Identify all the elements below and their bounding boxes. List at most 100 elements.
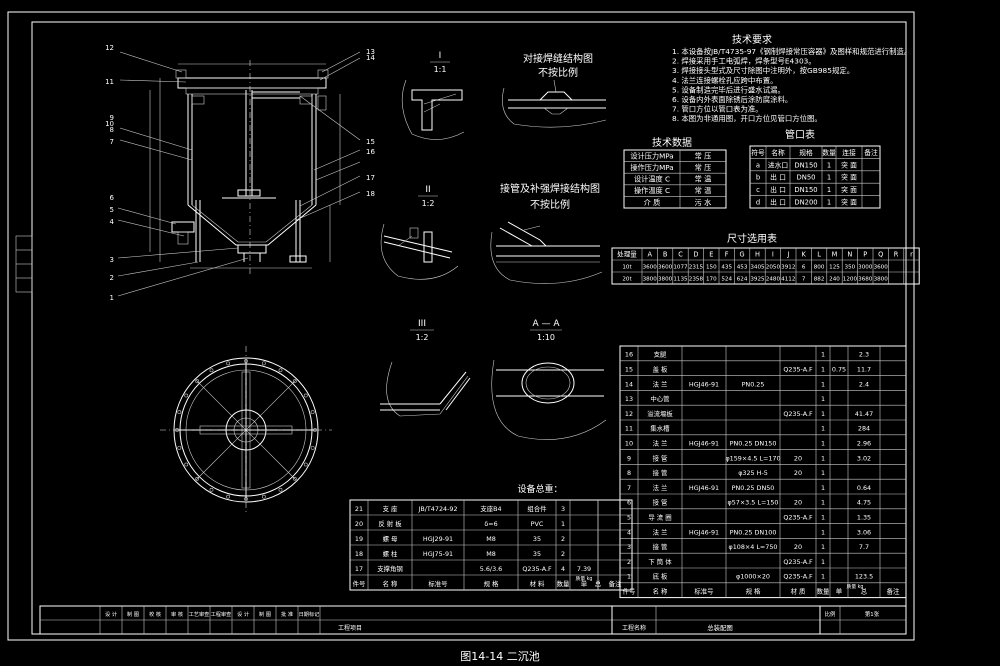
- size-header: R: [894, 251, 899, 259]
- nozzle-cell: DN50: [797, 174, 816, 182]
- parts-bottom-cell: 螺 母: [383, 534, 398, 543]
- weld1-title: 对接焊缝结构图: [523, 52, 593, 65]
- parts-bottom-cell: 35: [533, 535, 541, 543]
- tech-data-cell: 操作温度 C: [634, 186, 670, 195]
- detail-II: II 1:2: [380, 185, 459, 280]
- parts-right-header: 数量: [817, 586, 830, 595]
- plan-bolt-holes: [175, 359, 317, 501]
- parts-right-cell: 法 兰: [653, 379, 668, 388]
- bolt-hole: [177, 445, 182, 450]
- size-cell: 3800: [643, 277, 658, 283]
- parts-right-cell: 1: [821, 439, 825, 447]
- parts-right-cell: 1: [821, 351, 825, 359]
- nozzle-cell: 突 面: [841, 160, 857, 169]
- tech-req-line: 3. 焊接接头型式及尺寸除图中注明外，按GB985规定。: [672, 66, 854, 75]
- tech-data-cell: 设计温度 C: [634, 175, 670, 184]
- nozzle-cell: 1: [827, 161, 831, 169]
- parts-bottom-cell: 2: [561, 550, 565, 558]
- parts-right-header: 材 质: [791, 586, 806, 595]
- parts-right-cell: 2.3: [859, 351, 869, 359]
- part-label: 4: [110, 218, 115, 226]
- parts-bottom-cell: 7.39: [577, 565, 591, 573]
- parts-right-cell: 1: [821, 528, 825, 536]
- bolt-hole: [226, 361, 231, 366]
- title-block-label: 设 计: [105, 610, 117, 618]
- outer-frame: [7, 11, 915, 641]
- tech-req-line: 6. 设备内外表面除锈后涂防腐涂料。: [672, 95, 792, 104]
- plan-view: [160, 346, 332, 514]
- detail-I-scale: 1:1: [434, 65, 447, 74]
- size-header: D: [693, 251, 698, 259]
- part-label: 2: [110, 274, 114, 282]
- parts-right-cell: 中心管: [650, 394, 669, 403]
- drawing-caption: 图14-14 二沉池: [460, 650, 540, 663]
- section-A-A: A — A 1:10: [491, 319, 607, 440]
- bolt-hole: [244, 497, 248, 501]
- parts-right-cell: φ159×4.5 L=170: [725, 454, 780, 462]
- nozzle-header: 符号: [751, 148, 765, 157]
- tech-data-cell: 介 质: [644, 198, 661, 207]
- parts-right-cell: 123.5: [855, 573, 873, 581]
- size-header: N: [847, 251, 852, 259]
- detail-I: I 1:1: [401, 51, 465, 140]
- parts-bottom-header: 总: [595, 579, 602, 588]
- parts-right-cell: 284: [858, 425, 870, 433]
- nozzle-cell: 突 面: [841, 173, 857, 182]
- part-label: 11: [105, 78, 114, 86]
- title-block-project-name: 工程名称: [622, 624, 646, 632]
- size-cell: 2358: [689, 277, 704, 283]
- bolt-hole: [292, 379, 297, 384]
- parts-bottom-cell: 17: [355, 565, 363, 573]
- parts-bottom-cell: 支 座: [383, 504, 398, 513]
- title-block-label: 工艺审查: [189, 610, 210, 618]
- parts-right-cell: Q235-A.F: [783, 513, 813, 521]
- parts-right-cell: 集水槽: [650, 424, 670, 433]
- size-header: L: [817, 251, 821, 259]
- bolt-hole: [303, 393, 308, 398]
- size-header: C: [678, 251, 683, 259]
- parts-right-cell: 6: [627, 499, 631, 507]
- title-block-label: 校 核: [149, 610, 161, 618]
- nozzle-header: 备注: [864, 148, 878, 157]
- parts-bottom-cell: 5.6/3.6: [480, 565, 502, 573]
- parts-bottom-header: 备注: [609, 579, 622, 588]
- size-cell: 20t: [622, 277, 632, 283]
- detail-III: III 1:2: [380, 319, 471, 417]
- size-cell: 3800: [658, 277, 673, 283]
- parts-right-cell: 2: [627, 558, 631, 566]
- size-header: r: [910, 251, 913, 259]
- size-cell: 524: [721, 277, 732, 283]
- part-label: 10: [105, 120, 114, 128]
- parts-right-cell: 盖 板: [653, 364, 668, 373]
- size-header: H: [755, 251, 760, 259]
- detail-III-label: III: [418, 319, 426, 329]
- parts-bottom-mass-label: 质量 kg: [576, 575, 593, 582]
- parts-bottom-header: 件号: [353, 579, 366, 588]
- parts-right-cell: 导 流 圈: [648, 512, 671, 521]
- parts-right-cell: 法 兰: [653, 438, 668, 447]
- parts-right-cell: 20: [794, 469, 802, 477]
- title-block: 设 计制 图校 核审 核工艺审查工程审查设 计制 图批 准日期标记工程项目工程名…: [39, 605, 907, 635]
- parts-right-cell: 1: [821, 499, 825, 507]
- parts-right-cell: 1.35: [857, 513, 871, 521]
- tech-req-line: 7. 管口方位以管口表为准。: [672, 105, 763, 114]
- parts-right-header: 单: [836, 586, 843, 595]
- size-cell: 3600: [658, 265, 673, 271]
- parts-right-cell: 15: [625, 365, 633, 373]
- parts-right-header: 件号: [623, 586, 636, 595]
- parts-bottom-cell: 支撑角钢: [377, 564, 403, 573]
- size-cell: 2050: [766, 265, 781, 271]
- parts-right-cell: 1: [821, 469, 825, 477]
- parts-right-header: 备注: [887, 586, 900, 595]
- nozzle-cell: d: [756, 199, 760, 207]
- parts-right-cell: 0.64: [857, 484, 871, 492]
- title-block-label: 批 准: [281, 610, 293, 618]
- nozzle-header: 规格: [799, 148, 813, 157]
- size-cell: 3800: [874, 277, 889, 283]
- size-cell: 150: [706, 265, 717, 271]
- part-label: 1: [110, 294, 114, 302]
- nozzle-header: 数量: [822, 148, 836, 157]
